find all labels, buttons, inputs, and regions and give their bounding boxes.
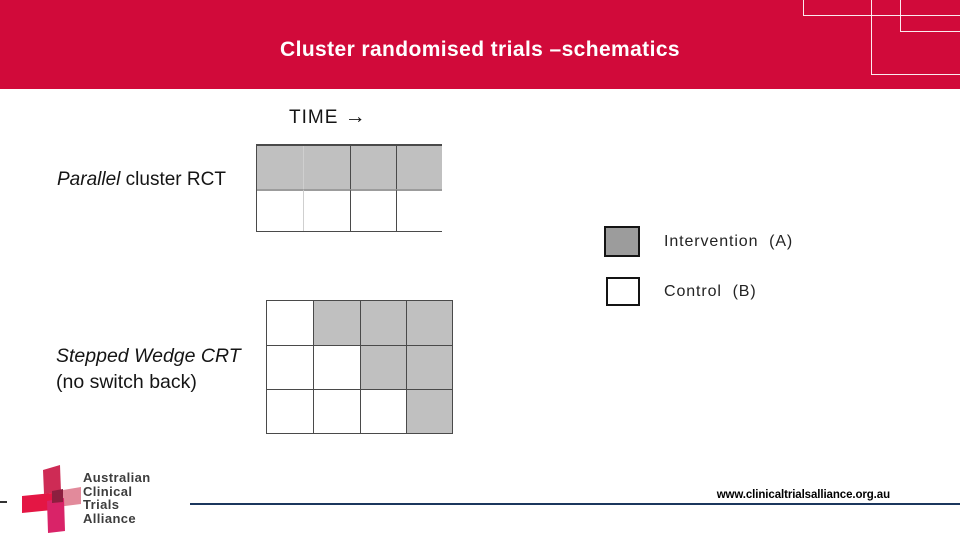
grid-cell-control [267, 389, 314, 433]
stepped-wedge-label-line2: (no switch back) [56, 370, 197, 393]
acta-logo-wordmark: Australian Clinical Trials Alliance [83, 471, 151, 525]
grid-cell-intervention [405, 345, 452, 389]
corner-decoration-rect-3 [900, 0, 960, 32]
footer-left-tick [0, 501, 7, 503]
grid-cell-intervention [303, 146, 350, 189]
logo-blade-top [43, 465, 61, 494]
grid-cell-intervention [257, 146, 304, 189]
logo-word-1: Australian [83, 470, 151, 485]
grid-cell-control [267, 345, 314, 389]
slide-title: Cluster randomised trials –schematics [280, 38, 680, 61]
logo-center-square [52, 489, 63, 503]
grid-cell-intervention [405, 301, 452, 345]
grid-cell-intervention [359, 345, 406, 389]
stepped-wedge-label-line1: Stepped Wedge CRT [56, 345, 241, 367]
header-band: Cluster randomised trials –schematics [0, 0, 960, 89]
grid-cell-control [349, 188, 396, 231]
footer-divider-line [190, 503, 960, 505]
acta-logo-icon [22, 465, 81, 533]
time-text: TIME [289, 107, 345, 128]
grid-cell-control [359, 389, 406, 433]
grid-cell-control [395, 188, 442, 231]
grid-cell-intervention [405, 389, 452, 433]
legend-label-control: Control (B) [664, 283, 757, 300]
grid-cell-intervention [349, 146, 396, 189]
parallel-crt-label: Parallel cluster RCT [57, 169, 226, 191]
grid-cell-intervention [395, 146, 442, 189]
footer-website-url: www.clinicaltrialsalliance.org.au [716, 489, 890, 501]
logo-word-4: Alliance [83, 510, 137, 526]
right-arrow-icon: → [344, 105, 366, 128]
parallel-crt-label-italic: Parallel [57, 169, 121, 190]
legend-swatch-control [606, 277, 640, 306]
grid-cell-intervention [359, 301, 406, 345]
parallel-crt-grid [256, 144, 442, 232]
grid-cell-control [303, 188, 350, 231]
parallel-crt-label-rest: cluster RCT [120, 169, 226, 190]
logo-blade-left [22, 493, 52, 513]
logo-word-2: Clinical [83, 483, 133, 499]
legend-label-intervention: Intervention (A) [664, 233, 794, 250]
legend-swatch-intervention [604, 226, 640, 257]
logo-blade-bottom [47, 498, 65, 533]
logo-word-3: Trials [83, 497, 120, 513]
corner-decoration-rect-2 [871, 0, 960, 75]
grid-cell-control [257, 188, 304, 231]
stepped-wedge-grid [266, 300, 453, 434]
stepped-wedge-label: Stepped Wedge CRT (no switch back) [56, 344, 241, 395]
grid-cell-control [313, 345, 360, 389]
time-axis-label: TIME → [289, 105, 366, 129]
grid-cell-intervention [313, 301, 360, 345]
corner-decoration-rect-1 [803, 0, 960, 16]
grid-cell-control [267, 301, 314, 345]
grid-cell-control [313, 389, 360, 433]
